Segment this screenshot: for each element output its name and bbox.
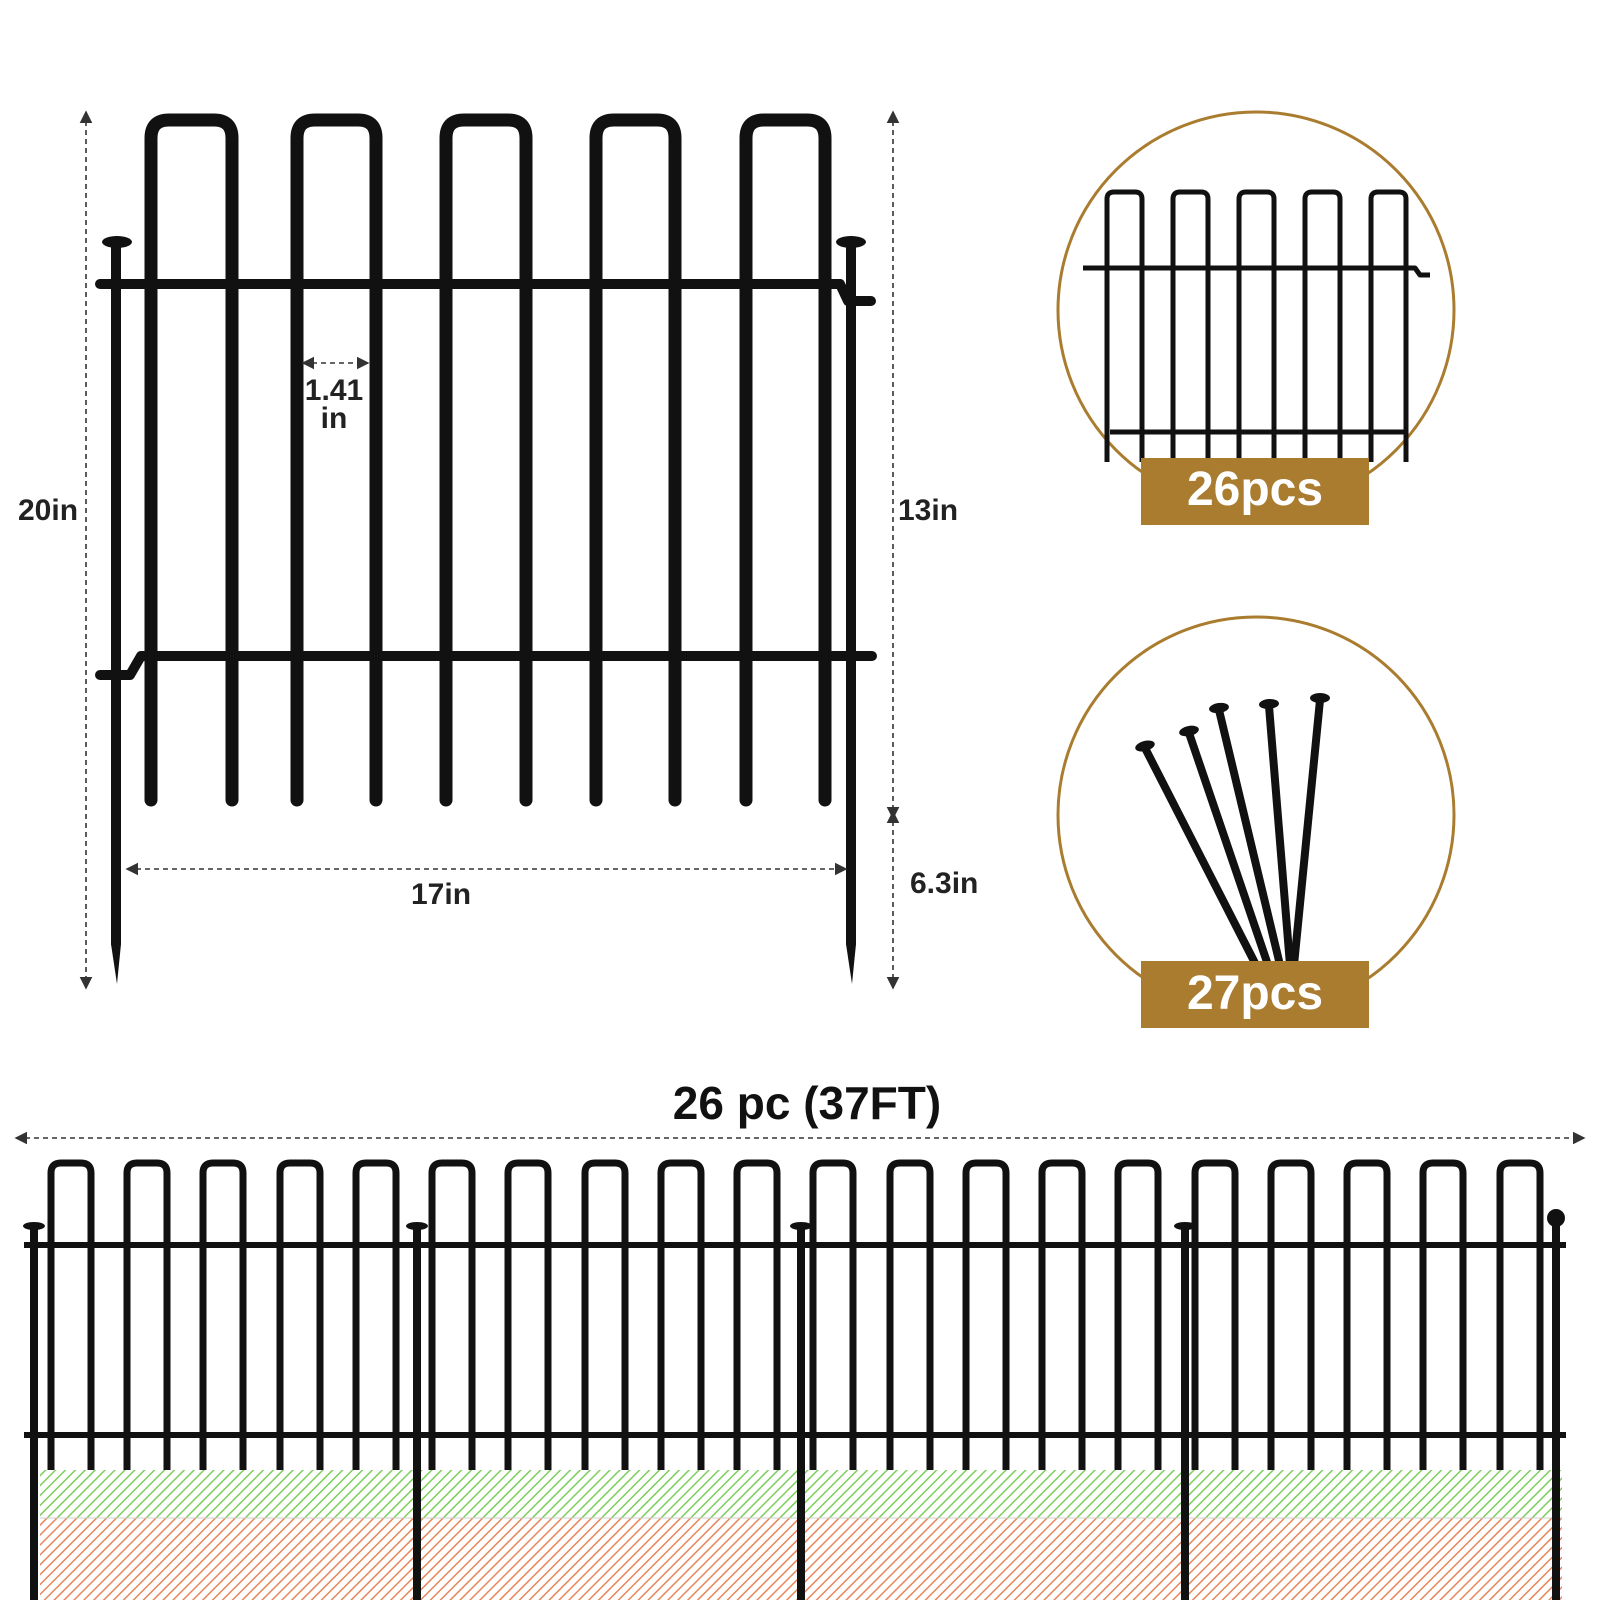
assembled-picket-loop [1496, 1159, 1544, 1470]
stake-left [102, 236, 132, 984]
assembled-picket-loop [504, 1159, 552, 1470]
assembled-stake [1552, 1222, 1560, 1600]
assembled-picket-loop [199, 1159, 247, 1470]
assembled-picket-loop [428, 1159, 476, 1470]
stakes-callout: 27pcs [1056, 615, 1456, 1028]
assembled-stake [790, 1222, 812, 1600]
picket-loop-3 [439, 113, 533, 807]
assembled-stake [1174, 1222, 1196, 1600]
assembled-picket-loop [657, 1159, 705, 1470]
dimension-lines [79, 110, 900, 990]
assembled-picket-loop [1267, 1159, 1315, 1470]
picket-gap-unit-label: in [321, 402, 348, 435]
picket-gap-value-label: 1.41 [305, 374, 363, 407]
assembled-picket-loop [352, 1159, 400, 1470]
assembled-picket-loop [47, 1159, 95, 1470]
assembled-pickets [47, 1159, 1544, 1470]
callout-panel-illustration [1083, 189, 1430, 462]
assembled-picket-loop [276, 1159, 324, 1470]
stake-right [836, 236, 866, 984]
assembled-picket-loop [1419, 1159, 1467, 1470]
assembled-picket-loop [1191, 1159, 1239, 1470]
assembled-stake [406, 1222, 428, 1600]
panels-count-label: 26pcs [1187, 463, 1323, 516]
single-panel-diagram: 20in 13in 6.3in 17in 1.41 in [18, 110, 978, 990]
panels-count-badge [1141, 458, 1369, 525]
bottom-rail [95, 651, 877, 680]
above-ground-height-label: 13in [898, 494, 958, 527]
panel-rails [95, 279, 877, 680]
picket-loop-2 [290, 113, 383, 807]
height-label: 20in [18, 494, 78, 527]
stakes-count-label: 27pcs [1187, 967, 1323, 1020]
assembled-picket-loop [1114, 1159, 1162, 1470]
callout-stakes-illustration [1141, 696, 1324, 969]
assembled-length-label: 26 pc (37FT) [673, 1077, 941, 1129]
assembled-picket-loop [886, 1159, 934, 1470]
top-rail [95, 279, 876, 306]
assembled-picket-loop [733, 1159, 781, 1470]
assembled-picket-loop [809, 1159, 857, 1470]
stake-depth-label: 6.3in [910, 867, 978, 900]
panel-stakes [102, 236, 866, 984]
width-label: 17in [411, 878, 471, 911]
assembled-picket-loop [581, 1159, 629, 1470]
assembled-picket-loop [1038, 1159, 1086, 1470]
end-post-ball-cap [1547, 1209, 1565, 1227]
panel-pickets [144, 113, 832, 807]
stakes-count-badge [1141, 961, 1369, 1028]
assembled-picket-loop [1343, 1159, 1391, 1470]
assembled-picket-loop [123, 1159, 171, 1470]
picket-loop-1 [144, 113, 239, 807]
picket-loop-5 [739, 113, 832, 807]
assembled-picket-loop [962, 1159, 1010, 1470]
assembled-fence-diagram: 26 pc (37FT) [14, 1077, 1586, 1600]
panels-callout: 26pcs [1056, 110, 1456, 525]
assembled-stake [23, 1222, 45, 1600]
callout-stake-heads [1135, 693, 1330, 752]
picket-loop-4 [589, 113, 682, 807]
assembled-stakes [23, 1222, 1560, 1600]
assembled-rails [24, 1242, 1566, 1438]
